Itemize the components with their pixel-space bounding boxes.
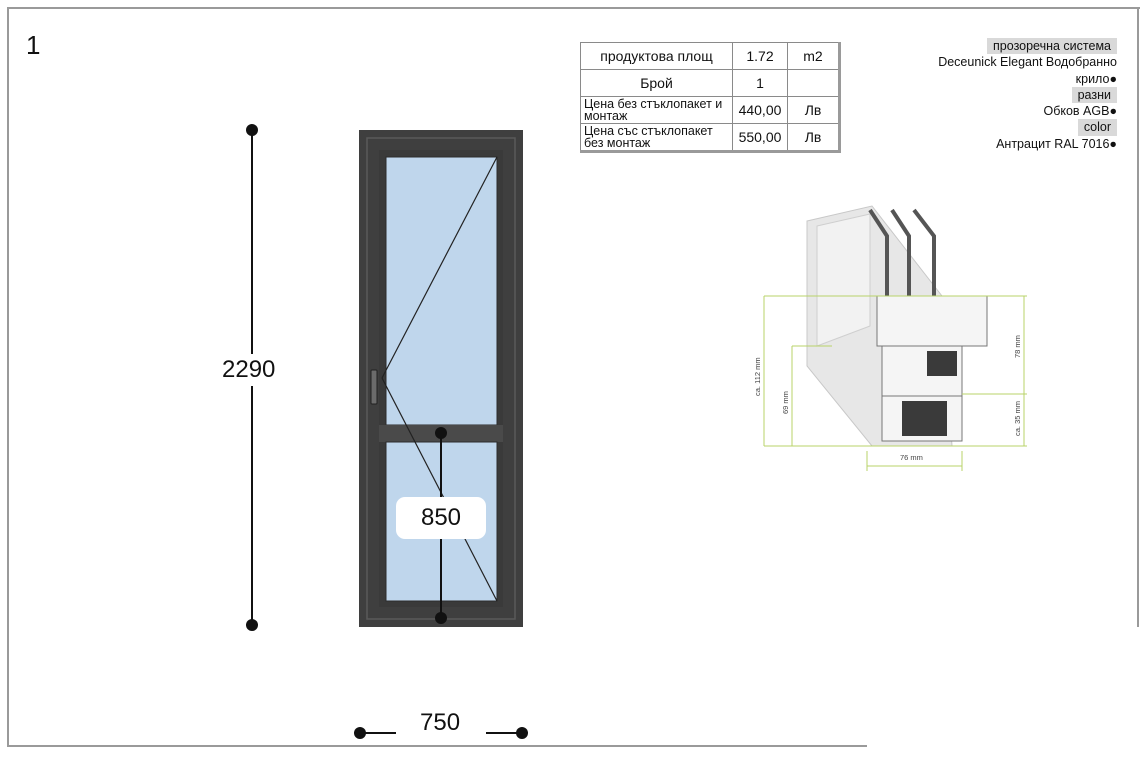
width-dimension-label: 750	[420, 709, 461, 737]
spec-row-price-no-glass: Цена без стъклопакет и монтаж 440,00 Лв	[580, 96, 840, 124]
spec-row-price-glass: Цена със стъклопакет без монтаж 550,00 Л…	[580, 123, 840, 152]
profile-label-ca35: ca. 35 mm	[1013, 401, 1022, 436]
profile-chamber	[927, 351, 957, 376]
glass-pane-2	[890, 208, 911, 296]
spec-value: 1	[732, 69, 788, 97]
misc-value: Обков AGB●	[1043, 104, 1117, 119]
profile-chamber	[876, 295, 988, 347]
upper-glass	[385, 156, 498, 426]
profile-label-76: 76 mm	[900, 453, 923, 462]
panel-dimension-dot-bottom	[435, 612, 447, 624]
color-value: Антрацит RAL 7016●	[996, 136, 1117, 151]
profile-inner	[816, 213, 871, 347]
profile-label-ca112: ca. 112 mm	[753, 357, 762, 396]
panel-dimension-label: 850	[396, 497, 486, 539]
spec-label: Цена без стъклопакет и монтаж	[580, 96, 733, 124]
spec-label: Цена със стъклопакет без монтаж	[580, 123, 733, 152]
opening-line-bottom	[381, 377, 498, 602]
spec-unit: Лв	[787, 96, 840, 124]
system-value: Deceunick Elegant Водобранно	[938, 55, 1117, 70]
opening-line-top	[381, 156, 498, 379]
height-dimension-dot-top	[246, 124, 258, 136]
spec-unit: Лв	[787, 123, 840, 152]
profile-chamber	[902, 401, 947, 436]
sheet-number: 1	[26, 30, 41, 60]
width-dimension-dot-right	[516, 727, 528, 739]
spec-unit	[787, 69, 840, 97]
drawing-border-bottom	[7, 745, 867, 747]
system-value-2: крило●	[1075, 71, 1117, 86]
spec-table: продуктова площ 1.72 m2 Брой 1 Цена без …	[580, 42, 841, 153]
profile-cross-section-image: ca. 112 mm 69 mm 78 mm ca. 35 mm 76 mm	[753, 205, 1027, 471]
spec-value: 550,00	[732, 123, 788, 152]
color-tag: color	[1077, 119, 1117, 136]
panel-dimension-dot-top	[435, 427, 447, 439]
spec-row-area: продуктова площ 1.72 m2	[580, 42, 840, 70]
profile-label-78: 78 mm	[1013, 335, 1022, 358]
spec-label: Брой	[580, 69, 733, 97]
misc-tag: разни	[1071, 86, 1117, 104]
spec-row-count: Брой 1	[580, 69, 840, 97]
system-tag: прозоречна система	[987, 38, 1117, 55]
width-dimension-dot-left	[354, 727, 366, 739]
handle-icon	[370, 369, 378, 405]
drawing-border-right	[1137, 7, 1139, 627]
properties-panel: прозоречна система Deceunick Elegant Вод…	[938, 38, 1117, 152]
glass-pane-1	[868, 208, 889, 296]
height-dimension-dot-bottom	[246, 619, 258, 631]
glass-pane-3	[912, 208, 936, 296]
profile-label-69: 69 mm	[781, 391, 790, 414]
height-dimension-label: 2290	[222, 354, 276, 386]
drawing-border	[7, 7, 1140, 747]
